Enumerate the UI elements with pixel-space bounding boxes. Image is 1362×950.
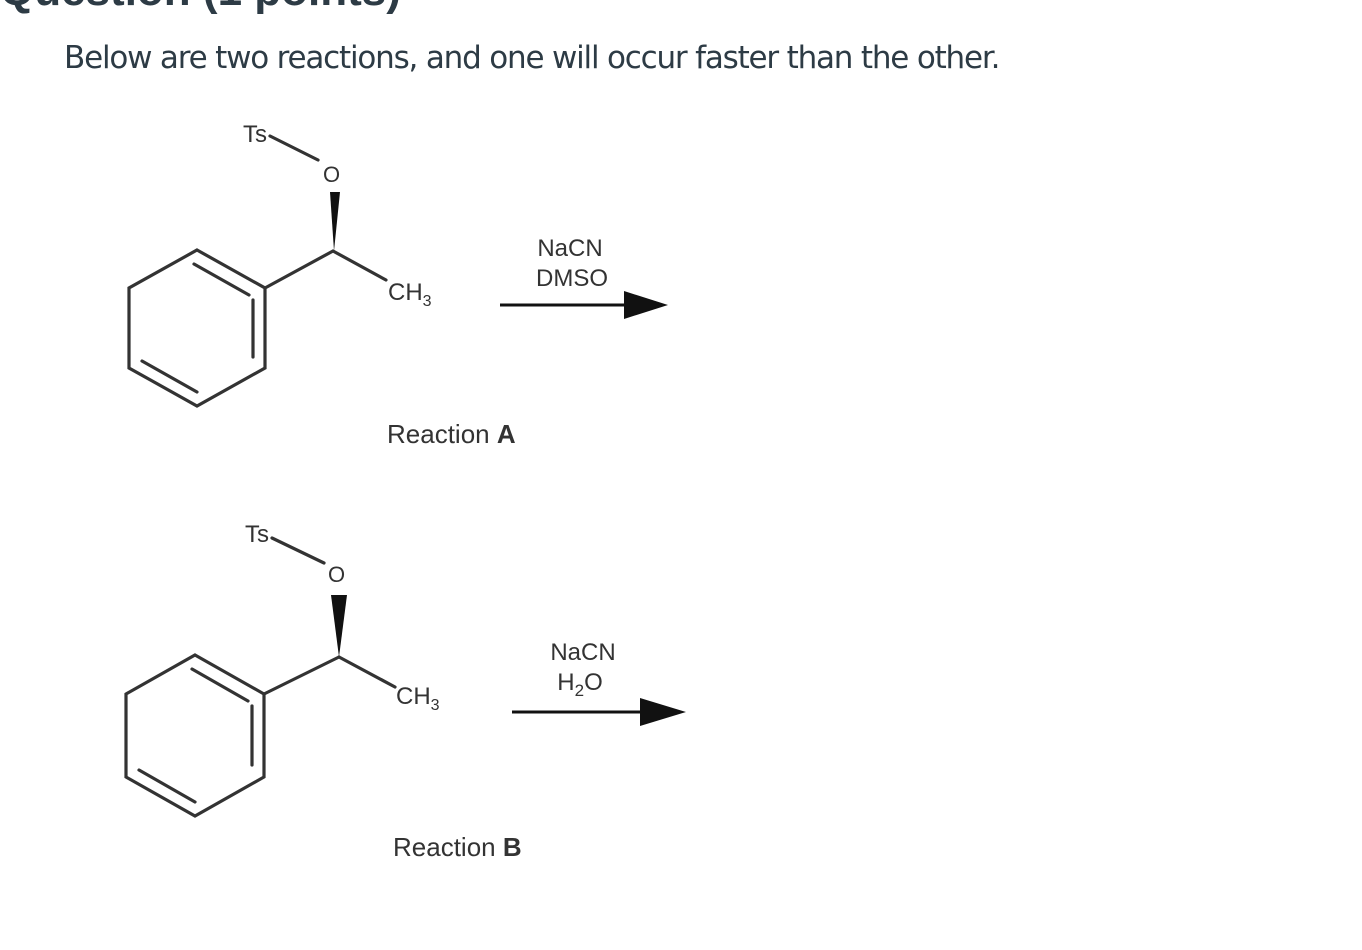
oxygen-label-a: O [323, 162, 340, 187]
reaction-label-b: Reaction B [393, 832, 522, 862]
methyl-label-b: CH3 [396, 683, 440, 714]
question-header-points: (1 points) [203, 0, 401, 15]
methyl-subscript-b: 3 [431, 697, 440, 714]
reagent-line1-a: NaCN [537, 235, 602, 262]
ethyl-chain-a [263, 134, 388, 290]
question-header-title: Question [0, 0, 191, 15]
benzene-ring-a [127, 248, 267, 408]
question-prompt: Below are two reactions, and one will oc… [64, 40, 1000, 76]
ts-label-a: Ts [243, 121, 267, 148]
reagent-line1-b: NaCN [550, 639, 615, 666]
reagent-line2-b: H2O [557, 669, 602, 700]
wedge-bond-a [330, 192, 340, 251]
benzene-ring-b [124, 653, 266, 818]
reaction-arrow-b [512, 698, 686, 726]
ethyl-chain-b [262, 536, 397, 696]
methyl-subscript-a: 3 [423, 293, 432, 310]
question-header: Question (1 points) [0, 0, 401, 16]
reaction-label-a: Reaction A [387, 419, 516, 449]
oxygen-label-b: O [328, 562, 345, 587]
wedge-bond-b [331, 595, 347, 657]
methyl-label-a: CH3 [388, 279, 432, 310]
ts-label-b: Ts [245, 521, 269, 548]
reaction-a: Ts O CH3 NaCN DMSO Reaction A [127, 121, 668, 449]
reaction-arrow-a [500, 291, 668, 319]
reaction-b: Ts O CH3 NaCN H2O Reaction B [124, 521, 686, 862]
reagent-line2-a: DMSO [536, 265, 608, 292]
